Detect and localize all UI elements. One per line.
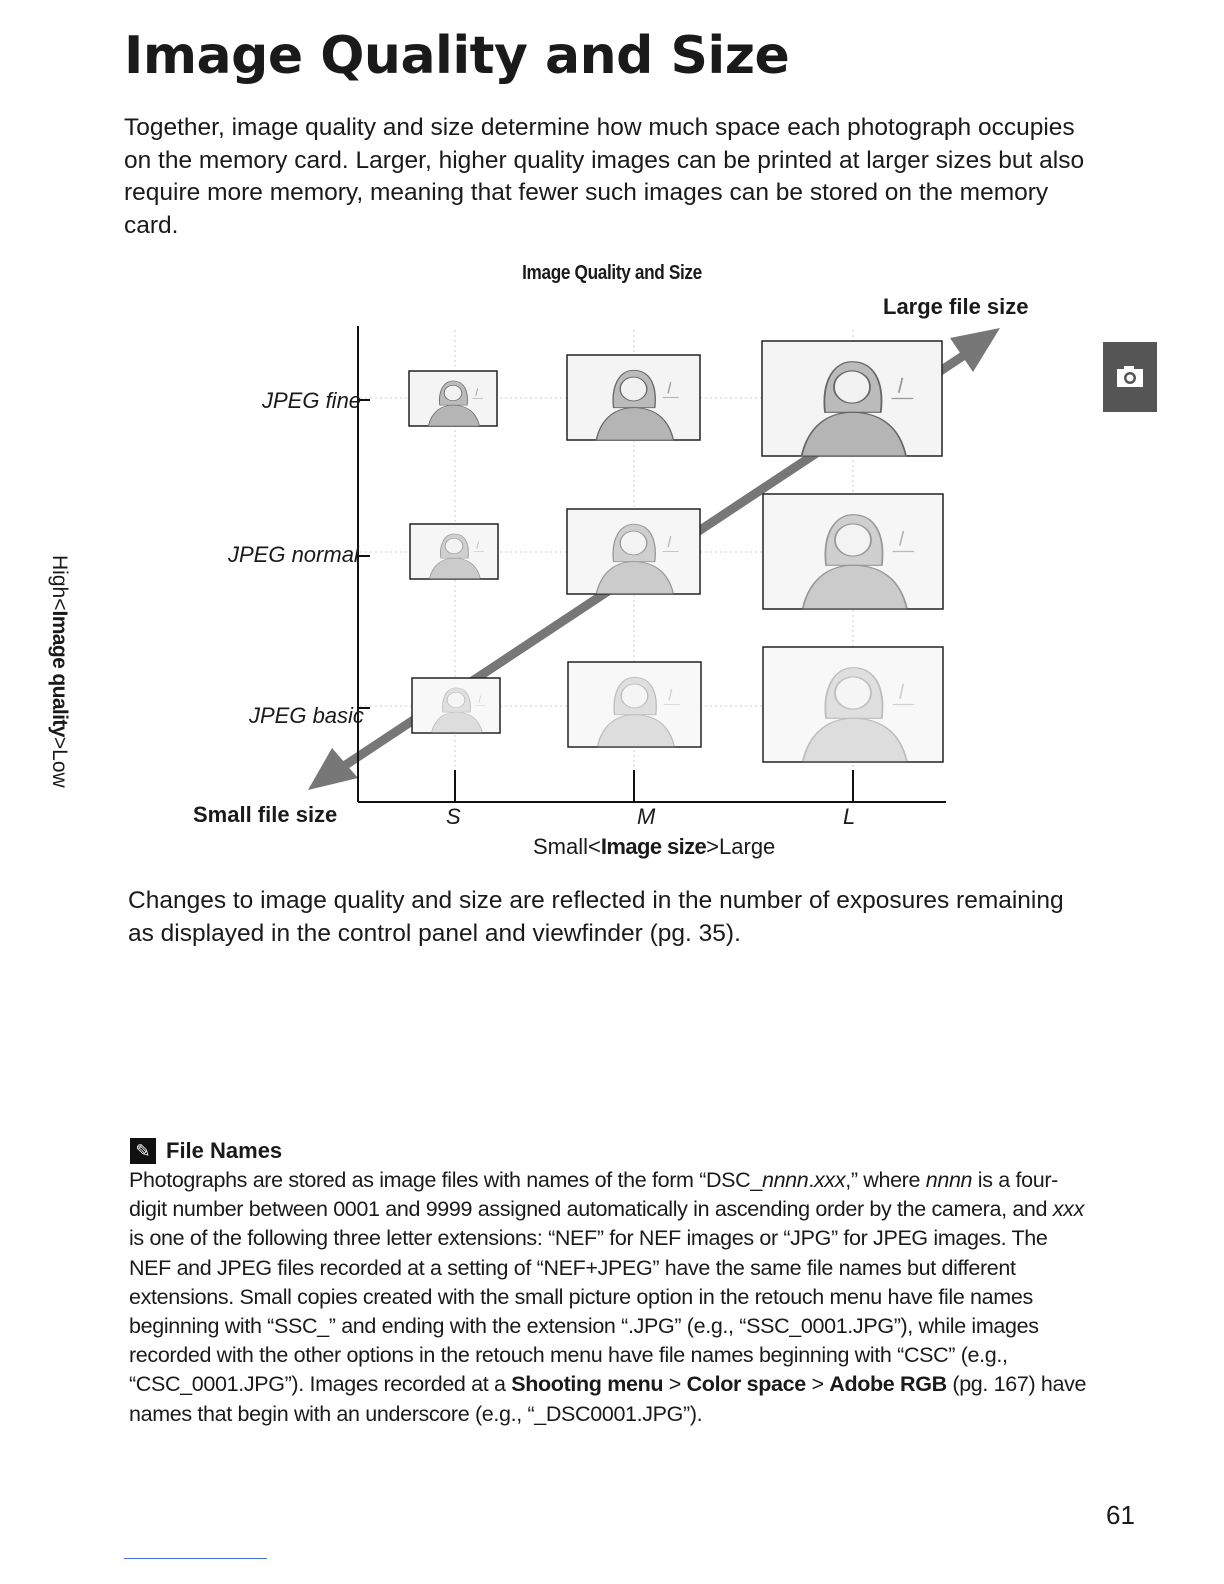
note-body: Photographs are stored as image files wi…	[129, 1166, 1095, 1429]
thumb-normal-m	[567, 509, 700, 594]
thumb-fine-l	[762, 341, 942, 456]
note-title: File Names	[166, 1138, 282, 1164]
col-label-l: L	[843, 804, 855, 830]
thumb-normal-l	[763, 494, 943, 609]
thumb-fine-m	[567, 355, 700, 440]
camera-icon	[1114, 363, 1146, 391]
side-tab[interactable]	[1103, 342, 1157, 412]
changes-paragraph: Changes to image quality and size are re…	[128, 885, 1088, 950]
col-label-m: M	[637, 804, 655, 830]
row-label-jpeg-fine: JPEG fine	[262, 388, 361, 414]
note-heading: ✎ File Names	[130, 1138, 282, 1164]
y-axis-label: High<Image quality>Low	[47, 555, 71, 815]
footer-rule	[124, 1558, 267, 1559]
thumb-basic-s	[412, 678, 500, 733]
thumb-basic-m	[568, 662, 701, 747]
col-label-s: S	[446, 804, 461, 830]
pencil-icon: ✎	[130, 1138, 156, 1164]
large-file-size-label: Large file size	[883, 294, 1029, 320]
row-label-jpeg-normal: JPEG normal	[228, 542, 359, 568]
small-file-size-label: Small file size	[193, 802, 337, 828]
page-number: 61	[1106, 1500, 1135, 1531]
row-label-jpeg-basic: JPEG basic	[249, 703, 364, 729]
thumb-basic-l	[763, 647, 943, 762]
thumb-fine-s	[409, 371, 497, 426]
x-axis-label: Small<Image size>Large	[533, 834, 775, 860]
thumb-normal-s	[410, 524, 498, 579]
